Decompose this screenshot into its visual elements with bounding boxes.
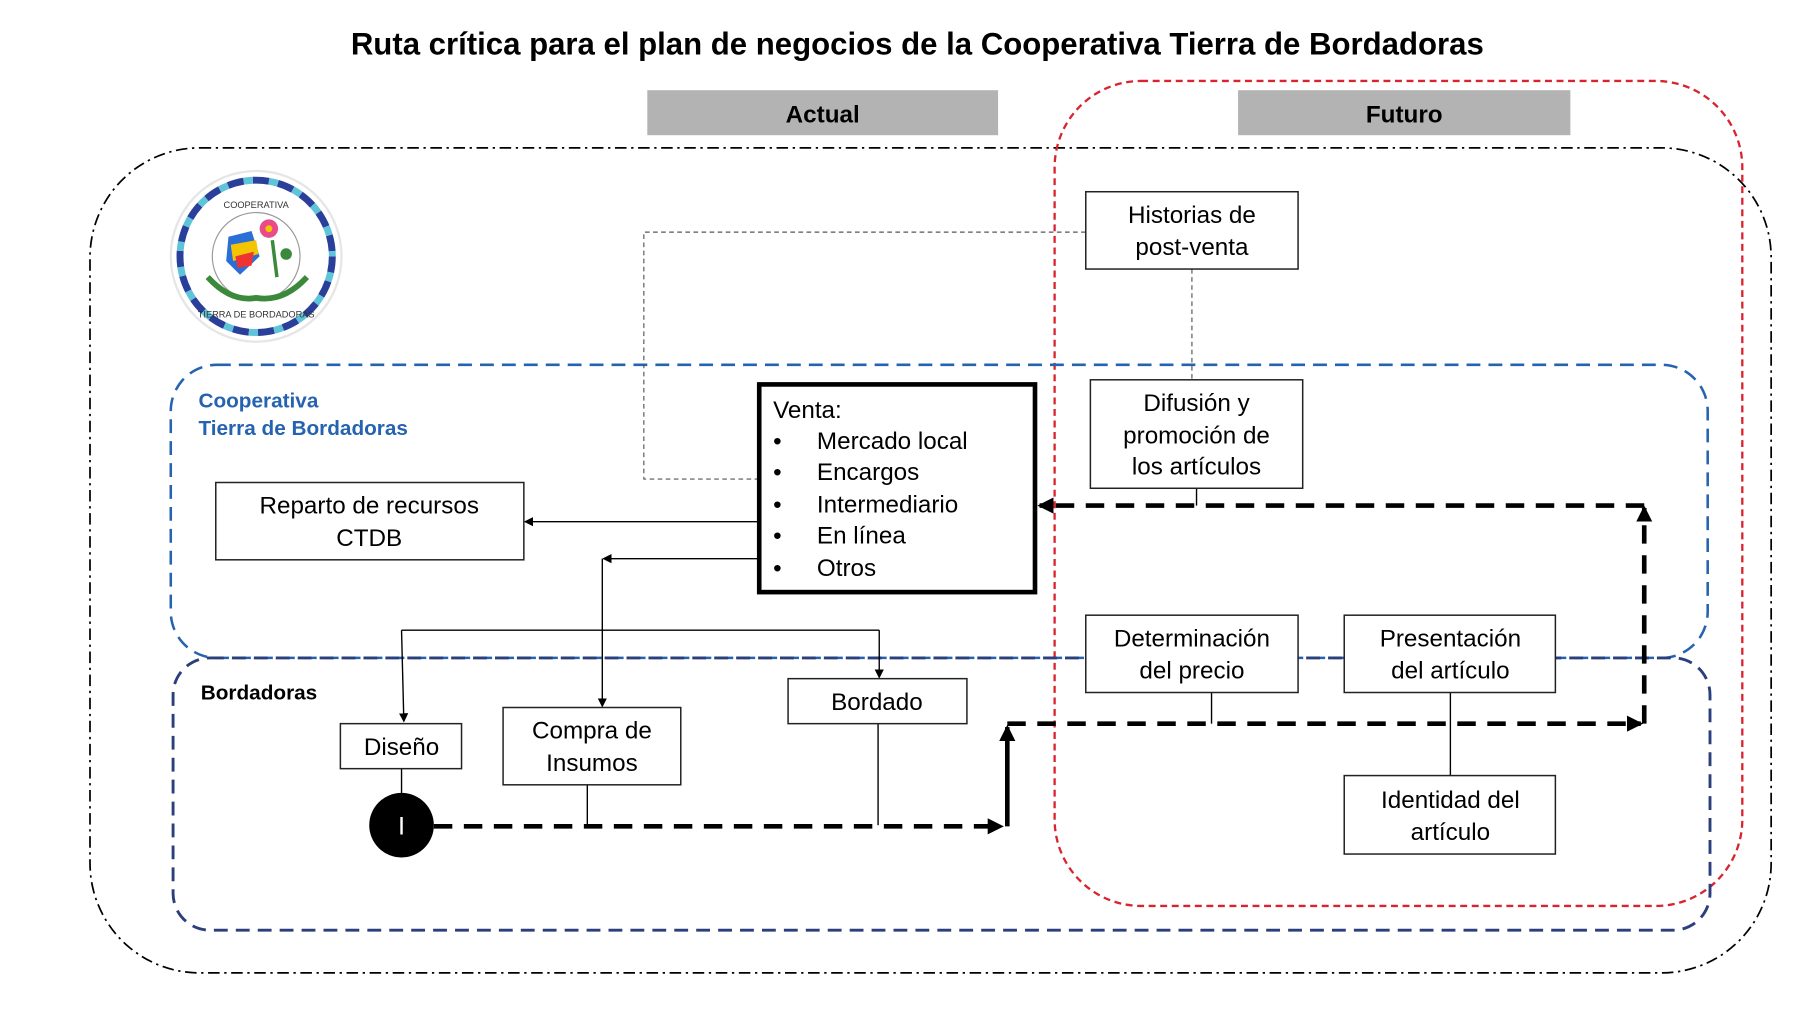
node-difusion: Difusión y promoción de los artículos	[1089, 379, 1304, 490]
venta-item: Mercado local	[817, 428, 968, 455]
svg-text:•: •	[773, 555, 781, 582]
node-compra-insumos: Compra de Insumos	[502, 706, 682, 786]
venta-list: •Mercado local •Encargos •Intermediario …	[773, 428, 968, 582]
svg-text:•: •	[773, 459, 781, 486]
node-presentacion: Presentación del artículo	[1343, 614, 1557, 694]
svg-text:•: •	[773, 492, 781, 519]
svg-text:CTDB: CTDB	[336, 525, 402, 552]
node-diseno: Diseño	[339, 722, 463, 770]
node-venta: Venta: • Mercado local • Encargos • Interme…	[756, 382, 1038, 595]
svg-text:Historias de: Historias de	[1128, 202, 1256, 229]
svg-text:Difusión y: Difusión y	[1143, 390, 1250, 417]
connector-historias-venta	[643, 231, 1086, 480]
diagram-title: Ruta crítica para el plan de negocios de…	[351, 26, 1484, 61]
arrow-to-diseno	[399, 630, 409, 723]
column-header-actual-label: Actual	[786, 102, 860, 129]
future-region	[1053, 79, 1744, 908]
svg-text:Bordado: Bordado	[831, 689, 923, 716]
outer-boundary	[89, 147, 1773, 974]
svg-text:Presentación: Presentación	[1380, 625, 1521, 652]
column-header-futuro-label: Futuro	[1366, 102, 1443, 129]
node-inicio: I	[369, 792, 434, 858]
svg-text:Determinación: Determinación	[1114, 625, 1270, 652]
node-bordado: Bordado	[787, 677, 968, 725]
svg-text:los artículos: los artículos	[1132, 453, 1261, 480]
svg-text:Diseño: Diseño	[364, 734, 439, 761]
region-label-cooperativa-line2: Tierra de Bordadoras	[198, 417, 408, 440]
svg-text:Identidad del: Identidad del	[1381, 787, 1520, 814]
svg-text:•: •	[773, 428, 781, 455]
svg-text:COOPERATIVA: COOPERATIVA	[224, 200, 290, 210]
column-header-futuro: Futuro	[1238, 90, 1571, 136]
node-historias-post-venta: Historias de post-venta	[1085, 190, 1299, 270]
svg-text:del precio: del precio	[1139, 658, 1244, 685]
svg-text:Compra de: Compra de	[532, 718, 652, 745]
svg-text:promoción de: promoción de	[1123, 422, 1270, 449]
bordadoras-region	[171, 656, 1712, 932]
svg-text:•: •	[773, 523, 781, 550]
svg-text:I: I	[398, 812, 405, 840]
svg-text:Reparto de recursos: Reparto de recursos	[260, 493, 479, 520]
venta-item: Otros	[817, 555, 876, 582]
svg-text:Insumos: Insumos	[546, 750, 638, 777]
column-header-actual: Actual	[647, 90, 999, 136]
svg-text:Venta:: Venta:	[773, 397, 842, 424]
node-identidad: Identidad del artículo	[1343, 774, 1557, 855]
svg-text:TIERRA DE BORDADORAS: TIERRA DE BORDADORAS	[198, 309, 315, 319]
region-label-cooperativa: Cooperativa	[198, 390, 318, 413]
svg-text:artículo: artículo	[1411, 819, 1490, 846]
svg-text:del artículo: del artículo	[1391, 658, 1509, 685]
node-determinacion: Determinación del precio	[1085, 614, 1299, 694]
cooperativa-logo: COOPERATIVA TIERRA DE BORDADORAS	[169, 169, 343, 343]
region-label-bordadoras: Bordadoras	[201, 681, 317, 704]
venta-item: Encargos	[817, 459, 919, 486]
svg-text:post-venta: post-venta	[1135, 234, 1249, 261]
node-reparto: Reparto de recursos CTDB	[215, 481, 525, 561]
venta-item: En línea	[817, 523, 906, 550]
venta-item: Intermediario	[817, 492, 958, 519]
